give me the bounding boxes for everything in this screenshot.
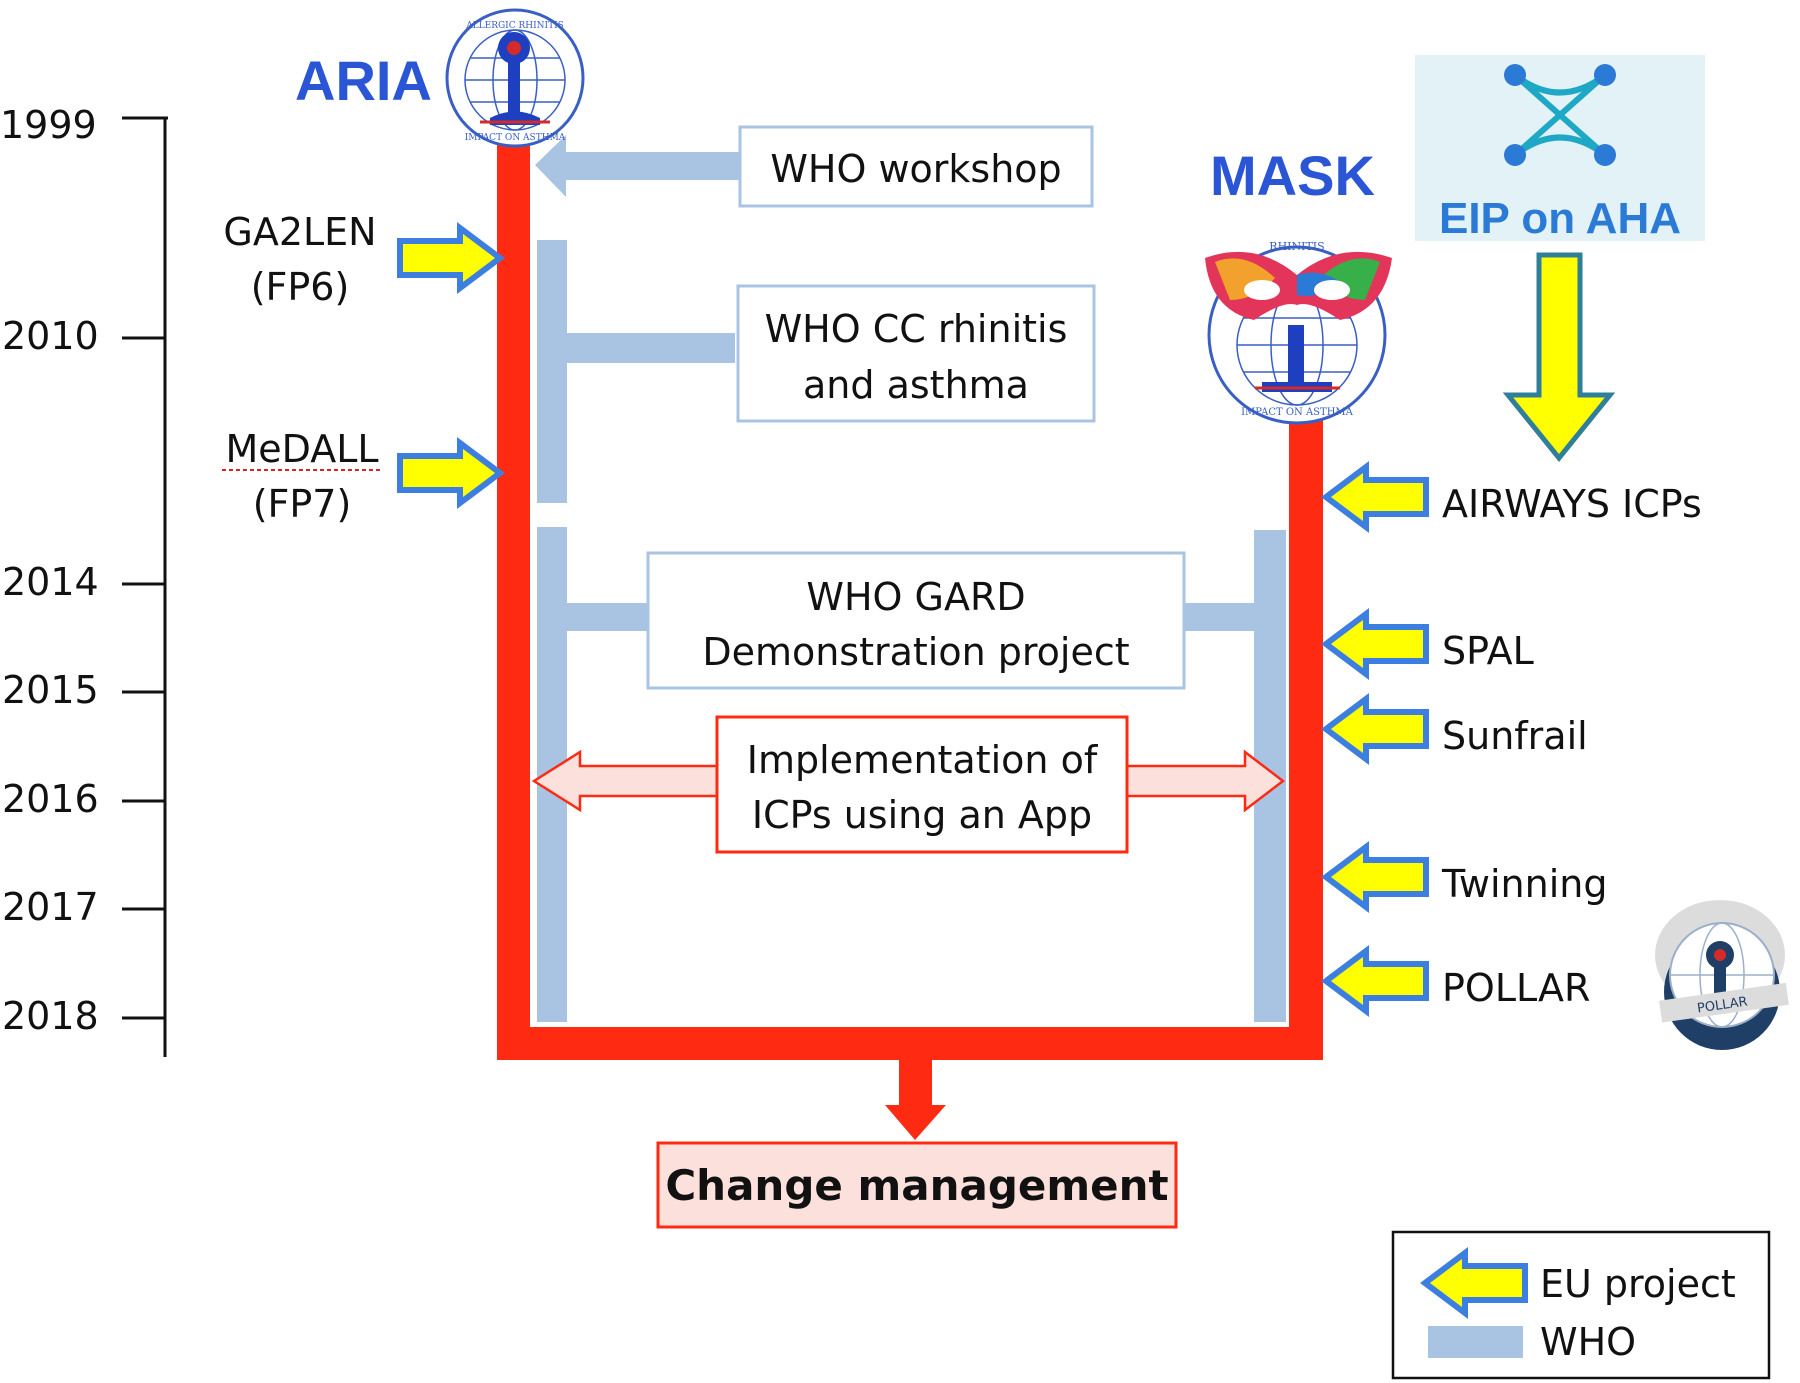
aria-red-line — [497, 140, 530, 1060]
eip-network-nodes — [1504, 64, 1616, 166]
pollar-arrow — [1326, 951, 1426, 1011]
medall-label: MeDALL — [225, 427, 378, 471]
pollar-logo: POLLAR — [1655, 900, 1789, 1050]
red-merge-line — [497, 1027, 1323, 1060]
mask-title: MASK — [1210, 144, 1375, 207]
twinning-label: Twinning — [1441, 862, 1608, 906]
implementation-label-line2: ICPs using an App — [752, 793, 1092, 837]
aria-seal-bottom-text: IMPACT ON ASTHMA — [465, 133, 566, 143]
legend-who-swatch — [1428, 1326, 1523, 1358]
spal-label: SPAL — [1442, 629, 1534, 673]
implementation-double-arrow: Implementation of ICPs using an App — [531, 715, 1286, 854]
red-down-stem — [899, 1058, 932, 1110]
who-gard-box: WHO GARD Demonstration project — [646, 551, 1186, 690]
year-2014: 2014 — [2, 560, 99, 604]
who-cc-label-line2: and asthma — [803, 363, 1029, 407]
year-2016: 2016 — [2, 777, 99, 821]
year-2018: 2018 — [2, 994, 99, 1038]
who-cc-label-line1: WHO CC rhinitis — [765, 307, 1068, 351]
eip-down-arrow — [1502, 252, 1616, 462]
left-projects: GA2LEN (FP6) MeDALL (FP7) — [222, 210, 500, 526]
mask-logo: MASK RHINITIS IMPACT ON ASTHMA — [1205, 144, 1392, 425]
right-projects: AIRWAYS ICPs SPAL Sunfrail Twinning POLL… — [1326, 467, 1702, 1011]
who-connector-gard-left — [565, 603, 650, 631]
pollar-logo-text: POLLAR — [1696, 995, 1748, 1017]
twinning-arrow — [1326, 847, 1426, 907]
ga2len-label: GA2LEN — [223, 210, 376, 254]
year-2017: 2017 — [2, 885, 99, 929]
mask-seal: RHINITIS IMPACT ON ASTHMA — [1205, 240, 1392, 425]
aria-title: ARIA — [295, 49, 432, 112]
year-2015: 2015 — [2, 668, 99, 712]
airways-label: AIRWAYS ICPs — [1442, 482, 1702, 526]
eip-title: EIP on AHA — [1439, 194, 1681, 243]
airways-arrow — [1326, 467, 1426, 527]
pollar-label: POLLAR — [1442, 966, 1590, 1010]
who-gard-label-line1: WHO GARD — [806, 575, 1025, 619]
eip-network-icon — [1513, 72, 1607, 158]
change-management-box: Change management — [656, 1141, 1178, 1229]
implementation-box — [715, 715, 1129, 854]
medall-fp7-label: (FP7) — [253, 482, 352, 526]
change-management-label: Change management — [665, 1161, 1168, 1210]
mask-red-line — [1289, 418, 1323, 1060]
aria-seal: ALLERGIC RHINITIS IMPACT ON ASTHMA — [445, 8, 585, 148]
who-connector-cc — [565, 333, 735, 363]
who-bar-cc — [537, 240, 567, 503]
who-connector-gard-right — [1184, 603, 1256, 631]
who-workshop-label: WHO workshop — [770, 147, 1061, 191]
legend-eu-project-label: EU project — [1540, 1262, 1736, 1306]
aria-seal-top-text: ALLERGIC RHINITIS — [465, 21, 564, 31]
sunfrail-label: Sunfrail — [1442, 714, 1588, 758]
eip-logo-background — [1415, 55, 1705, 241]
aria-logo: ARIA ALLERGIC RHINITIS IMPACT ON ASTHMA — [295, 8, 585, 148]
who-workshop-arrow — [535, 135, 740, 197]
eip-on-aha-logo: EIP on AHA — [1415, 55, 1705, 462]
mask-seal-bottom-text: IMPACT ON ASTHMA — [1241, 407, 1354, 418]
legend: EU project WHO — [1391, 1230, 1771, 1380]
who-gard-label-line2: Demonstration project — [702, 630, 1129, 674]
ga2len-arrow — [400, 228, 500, 288]
who-cc-box: WHO CC rhinitis and asthma — [736, 284, 1096, 423]
ga2len-fp6-label: (FP6) — [251, 265, 350, 309]
implementation-label-line1: Implementation of — [747, 738, 1099, 782]
legend-who-label: WHO — [1540, 1320, 1636, 1364]
mask-seal-top-text: RHINITIS — [1269, 240, 1324, 253]
timeline-axis: 1999 2010 2014 2015 2016 2017 2018 — [0, 103, 168, 1057]
who-workshop-box: WHO workshop — [738, 125, 1094, 208]
medall-arrow — [400, 443, 500, 503]
spal-arrow — [1326, 614, 1426, 674]
red-down-arrowhead — [885, 1105, 946, 1140]
sunfrail-arrow — [1326, 699, 1426, 759]
year-2010: 2010 — [2, 314, 99, 358]
red-pipeline — [497, 140, 1323, 1140]
year-1999: 1999 — [0, 103, 97, 147]
